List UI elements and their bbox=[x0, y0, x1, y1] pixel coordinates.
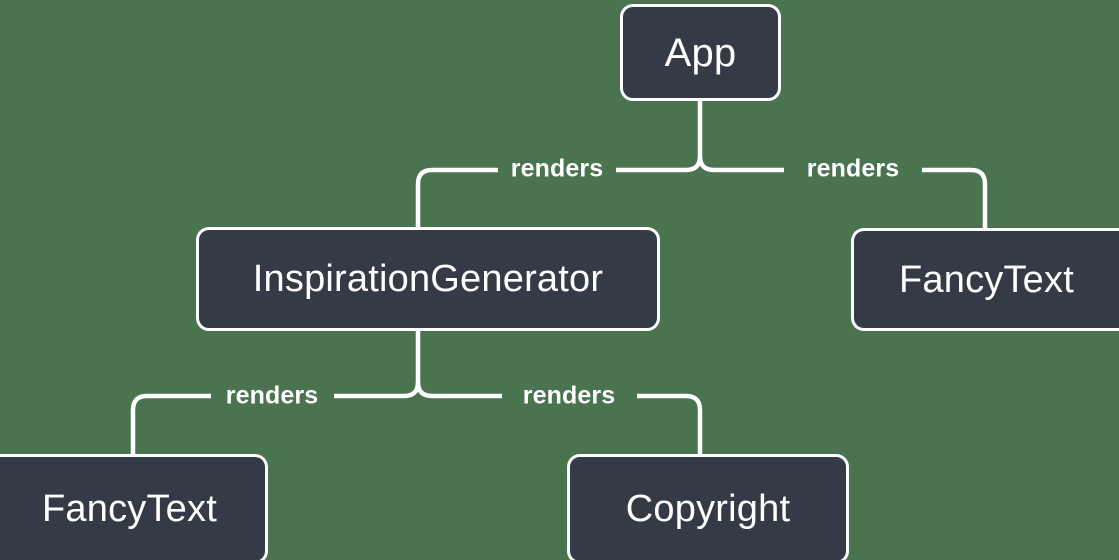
edge-app-to-inspiration bbox=[415, 167, 498, 228]
edge-label-app-to-fancytext: renders bbox=[806, 154, 900, 183]
edge-label-app-to-inspiration-generator: renders bbox=[510, 154, 604, 183]
node-copyright-label: Copyright bbox=[625, 488, 791, 530]
edge-inspiration-junction-right bbox=[415, 381, 502, 399]
node-fancytext-left[interactable]: FancyText bbox=[0, 454, 268, 560]
node-fancytext-left-label: FancyText bbox=[42, 488, 217, 530]
node-copyright[interactable]: Copyright bbox=[567, 454, 849, 560]
edge-label-inspiration-generator-to-fancytext: renders bbox=[225, 381, 319, 410]
node-fancytext-right-label: FancyText bbox=[899, 258, 1074, 301]
node-app-label: App bbox=[664, 30, 737, 75]
node-fancytext-right[interactable]: FancyText bbox=[851, 228, 1119, 331]
edge-app-junction-left bbox=[616, 155, 703, 173]
edge-app-to-fancytext bbox=[922, 167, 988, 229]
node-inspiration-generator[interactable]: InspirationGenerator bbox=[196, 227, 660, 331]
edge-inspiration-to-fancytext bbox=[130, 393, 211, 455]
edge-inspiration-to-copyright bbox=[637, 393, 703, 455]
node-app[interactable]: App bbox=[620, 4, 781, 101]
edge-app-junction-right bbox=[697, 155, 784, 173]
node-inspiration-generator-label: InspirationGenerator bbox=[252, 258, 604, 300]
edge-inspiration-junction-left bbox=[334, 381, 421, 399]
edge-label-inspiration-generator-to-copyright: renders bbox=[522, 381, 616, 410]
